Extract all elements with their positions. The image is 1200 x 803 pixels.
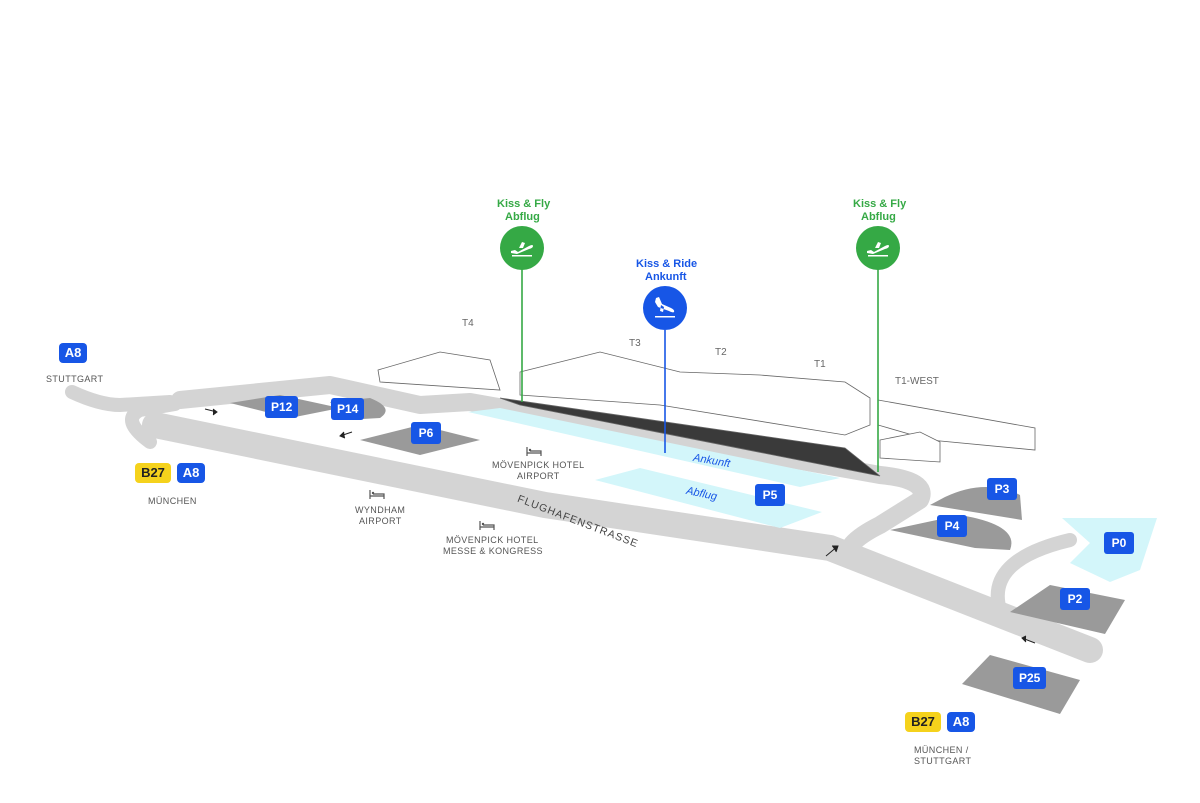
parking-p5[interactable]: P5 [755, 484, 785, 506]
highway-label-stuttgart: STUTTGART [46, 374, 104, 384]
highway-label-munchen-stuttgart-2: STUTTGART [914, 756, 972, 766]
airport-loop-road[interactable] [171, 376, 931, 569]
arrow-left-icon [1021, 635, 1036, 644]
departure-plane-icon [867, 242, 889, 257]
pin-title-kiss-fly-west-1: Kiss & Fly [497, 198, 551, 210]
hotel-label-movenpick-messe-2: MESSE & KONGRESS [443, 546, 543, 556]
hotel-label-wyndham-1: WYNDHAM [355, 505, 406, 515]
hotel-label-movenpick-airport-2: AIRPORT [517, 471, 560, 481]
terminal-facade [499, 397, 881, 477]
kiss-fly-east-button[interactable] [856, 226, 900, 270]
terminal-label-t4: T4 [462, 318, 474, 329]
hotel-bed-icon [479, 521, 495, 530]
zone-ankunft-area[interactable] [468, 408, 840, 487]
hotel-label-wyndham-2: AIRPORT [359, 516, 402, 526]
zone-abflug-area[interactable] [595, 468, 822, 528]
highway-label-munchen: MÜNCHEN [148, 496, 197, 506]
highway-a8-munchen-stuttgart[interactable]: A8 [947, 712, 975, 732]
highway-b27-munchen[interactable]: B27 [135, 463, 171, 483]
departure-plane-icon [511, 242, 533, 257]
parking-p3[interactable]: P3 [987, 478, 1017, 500]
parking-p2[interactable]: P2 [1060, 588, 1090, 610]
terminal-label-t3: T3 [629, 338, 641, 349]
kiss-fly-west-button[interactable] [500, 226, 544, 270]
parking-p4[interactable]: P4 [937, 515, 967, 537]
arrow-left-icon [339, 431, 353, 439]
road-network [65, 376, 1103, 663]
highway-label-munchen-stuttgart-1: MÜNCHEN / [914, 745, 969, 755]
highway-a8-munchen[interactable]: A8 [177, 463, 205, 483]
terminal-roof [519, 351, 871, 436]
hotel-bed-icon [369, 490, 385, 499]
terminal-t4-building [377, 351, 501, 391]
arrow-right-icon [204, 408, 218, 416]
terminal-label-t1: T1 [814, 359, 826, 370]
terminal-label-t1west: T1-WEST [895, 376, 939, 387]
terminal-complex [377, 351, 1036, 477]
east-loop-ramp[interactable] [990, 533, 1077, 637]
main-road[interactable] [142, 412, 1103, 663]
terminal-label-t2: T2 [715, 347, 727, 358]
stuttgart-ramp[interactable] [65, 385, 177, 412]
highway-a8-stuttgart[interactable]: A8 [59, 343, 87, 363]
highway-b27-munchen-stuttgart[interactable]: B27 [905, 712, 941, 732]
arrow-up-right-icon [825, 545, 839, 557]
direction-arrows [204, 408, 1036, 644]
parking-p25[interactable]: P25 [1013, 667, 1047, 689]
hotel-label-movenpick-messe-1: MÖVENPICK HOTEL [446, 535, 539, 545]
arrival-plane-icon [655, 297, 675, 318]
hotel-label-movenpick-airport-1: MÖVENPICK HOTEL [492, 460, 585, 470]
parking-p14[interactable]: P14 [331, 398, 365, 420]
kiss-ride-button[interactable] [643, 286, 687, 330]
pin-title-kiss-fly-east-1: Kiss & Fly [853, 198, 907, 210]
parking-p6[interactable]: P6 [411, 422, 441, 444]
parking-p12[interactable]: P12 [265, 396, 299, 418]
pin-title-kiss-fly-west-2: Abflug [505, 211, 540, 223]
pin-title-kiss-fly-east-2: Abflug [861, 211, 896, 223]
parking-p0[interactable]: P0 [1104, 532, 1134, 554]
pin-title-kiss-ride-1: Kiss & Ride [636, 258, 698, 270]
munchen-ramp[interactable] [125, 397, 182, 449]
pin-title-kiss-ride-2: Ankunft [645, 271, 687, 283]
hotel-bed-icon [526, 447, 542, 456]
terminal-t1west-annex [879, 431, 941, 463]
